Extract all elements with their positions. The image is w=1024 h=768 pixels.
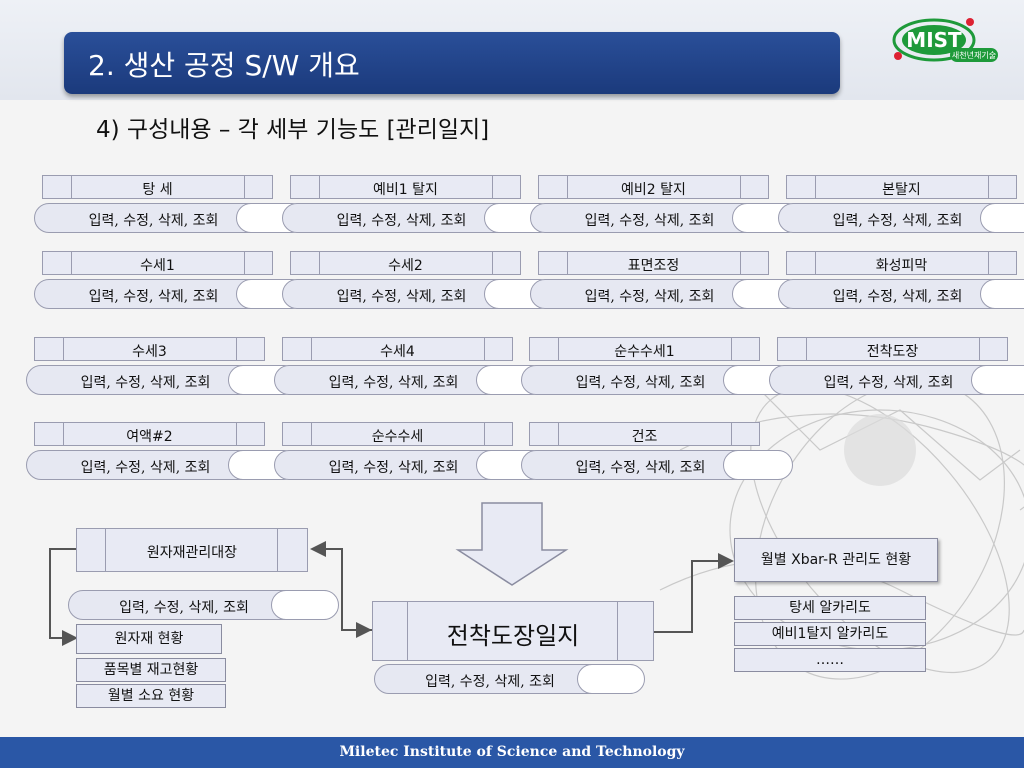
main-log-ops[interactable]: 입력, 수정, 삭제, 조회 [374, 664, 645, 694]
entity-ops[interactable]: 입력, 수정, 삭제, 조회 [778, 279, 1024, 309]
entity-header[interactable]: 표면조정 [538, 251, 769, 275]
entity-name: 수세2 [388, 258, 423, 274]
entity-name: 수세4 [380, 344, 415, 360]
right-item-more[interactable]: …… [734, 648, 926, 672]
entity-header[interactable]: 수세3 [34, 337, 265, 361]
entity-header[interactable]: 순수수세 [282, 422, 513, 446]
entity-ops[interactable]: 입력, 수정, 삭제, 조회 [778, 203, 1024, 233]
right-item-2[interactable]: 예비1탈지 알카리도 [734, 622, 926, 646]
entity-header[interactable]: 순수수세1 [529, 337, 760, 361]
entity-name: 본탈지 [882, 182, 921, 198]
entity-header[interactable]: 수세1 [42, 251, 273, 275]
entity-ops[interactable]: 입력, 수정, 삭제, 조회 [34, 279, 306, 309]
main-log-header[interactable]: 전착도장일지 [372, 601, 654, 661]
report-monthly-usage[interactable]: 월별 소요 현황 [76, 684, 226, 708]
entity-name: 수세1 [140, 258, 175, 274]
raw-material-ops[interactable]: 입력, 수정, 삭제, 조회 [68, 590, 339, 620]
entity-ops[interactable]: 입력, 수정, 삭제, 조회 [274, 450, 546, 480]
entity-header[interactable]: 건조 [529, 422, 760, 446]
entity-name: 화성피막 [875, 258, 928, 274]
entity-header[interactable]: 본탈지 [786, 175, 1017, 199]
entity-ops[interactable]: 입력, 수정, 삭제, 조회 [34, 203, 306, 233]
logo-subtext: 새천년재기술 [952, 50, 996, 60]
entity-ops[interactable]: 입력, 수정, 삭제, 조회 [769, 365, 1024, 395]
footer: Miletec Institute of Science and Technol… [0, 737, 1024, 768]
entity-header[interactable]: 여액#2 [34, 422, 265, 446]
entity-header[interactable]: 탕 세 [42, 175, 273, 199]
entity-header[interactable]: 예비2 탈지 [538, 175, 769, 199]
entity-ops[interactable]: 입력, 수정, 삭제, 조회 [26, 365, 298, 395]
page-title: 2. 생산 공정 S/W 개요 [88, 49, 360, 82]
entity-header[interactable]: 수세4 [282, 337, 513, 361]
report-inventory[interactable]: 품목별 재고현황 [76, 658, 226, 682]
mist-logo: MIST 새천년재기술 [892, 18, 998, 62]
main-log-title: 전착도장일지 [446, 622, 580, 650]
xbar-r-chart-status[interactable]: 월별 Xbar-R 관리도 현황 [734, 538, 938, 582]
report-raw-status[interactable]: 원자재 현황 [76, 624, 222, 654]
title-bar [64, 32, 840, 94]
entity-header[interactable]: 전착도장 [777, 337, 1008, 361]
entity-ops[interactable]: 입력, 수정, 삭제, 조회 [282, 279, 554, 309]
right-item-1[interactable]: 탕세 알카리도 [734, 596, 926, 620]
entity-header[interactable]: 수세2 [290, 251, 521, 275]
entity-name: 수세3 [132, 344, 167, 360]
entity-header[interactable]: 화성피막 [786, 251, 1017, 275]
entity-name: 예비2 탈지 [621, 182, 686, 198]
entity-name: 여액#2 [126, 429, 173, 445]
entity-ops[interactable]: 입력, 수정, 삭제, 조회 [530, 279, 802, 309]
entity-ops[interactable]: 입력, 수정, 삭제, 조회 [274, 365, 546, 395]
entity-header[interactable]: 예비1 탈지 [290, 175, 521, 199]
entity-ops[interactable]: 입력, 수정, 삭제, 조회 [521, 365, 793, 395]
raw-material-title: 원자재관리대장 [146, 545, 238, 561]
entity-name: 순수수세1 [614, 344, 675, 360]
section-subtitle: 4) 구성내용 – 각 세부 기능도 [관리일지] [96, 117, 490, 143]
entity-ops[interactable]: 입력, 수정, 삭제, 조회 [530, 203, 802, 233]
entity-name: 탕 세 [142, 182, 173, 198]
entity-ops[interactable]: 입력, 수정, 삭제, 조회 [26, 450, 298, 480]
logo-text: MIST [906, 28, 962, 52]
entity-name: 순수수세 [371, 429, 424, 445]
entity-ops[interactable]: 입력, 수정, 삭제, 조회 [282, 203, 554, 233]
entity-ops[interactable]: 입력, 수정, 삭제, 조회 [521, 450, 793, 480]
entity-name: 건조 [631, 429, 658, 445]
raw-material-header[interactable]: 원자재관리대장 [76, 528, 308, 572]
big-down-arrow [455, 502, 569, 586]
entity-name: 예비1 탈지 [373, 182, 438, 198]
entity-name: 전착도장 [866, 344, 919, 360]
entity-name: 표면조정 [627, 258, 680, 274]
